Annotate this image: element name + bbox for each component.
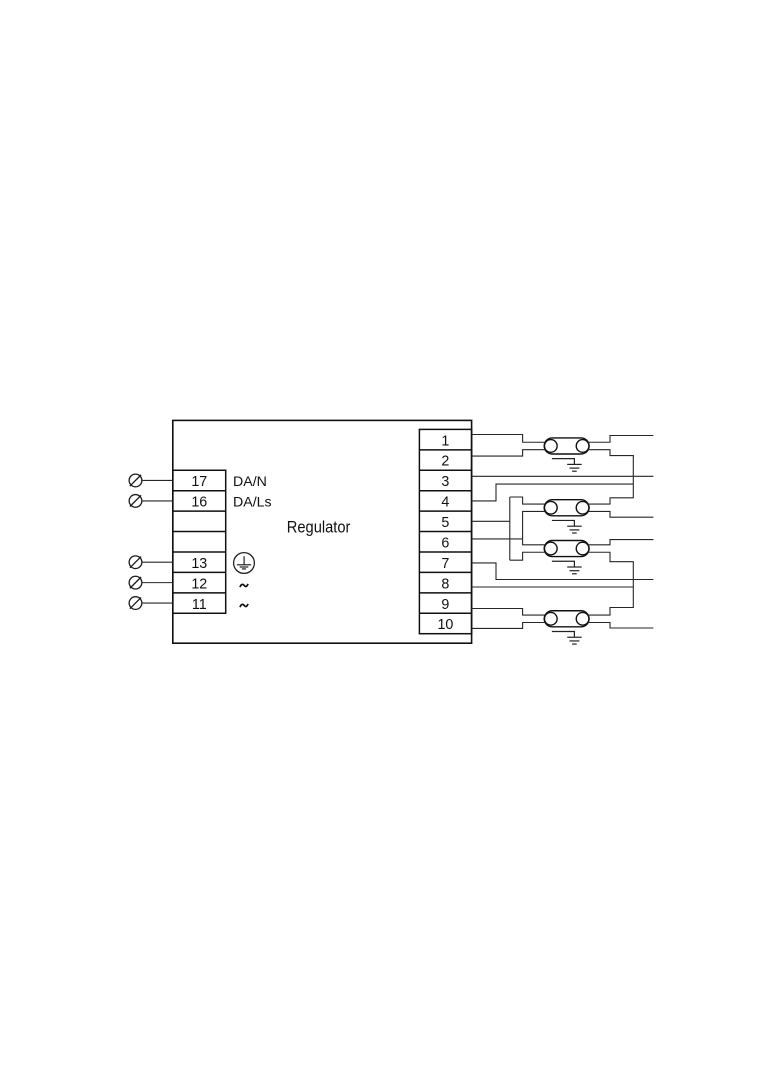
svg-text:4: 4: [441, 495, 449, 511]
svg-text:13: 13: [191, 556, 207, 572]
svg-text:6: 6: [441, 535, 449, 551]
svg-text:9: 9: [441, 597, 449, 613]
svg-text:DA/Ls: DA/Ls: [233, 495, 272, 511]
svg-text:17: 17: [191, 474, 207, 490]
svg-text:2: 2: [441, 454, 449, 470]
svg-text:Regulator: Regulator: [287, 519, 351, 537]
svg-text:1: 1: [441, 433, 449, 449]
svg-text:12: 12: [191, 576, 207, 592]
svg-text:11: 11: [192, 597, 207, 613]
svg-text:10: 10: [437, 617, 453, 633]
svg-text:7: 7: [441, 556, 449, 572]
svg-text:5: 5: [441, 515, 449, 531]
svg-text:DA/N: DA/N: [233, 474, 267, 490]
svg-text:16: 16: [191, 495, 207, 511]
svg-text:8: 8: [441, 576, 449, 592]
svg-text:3: 3: [441, 474, 449, 490]
